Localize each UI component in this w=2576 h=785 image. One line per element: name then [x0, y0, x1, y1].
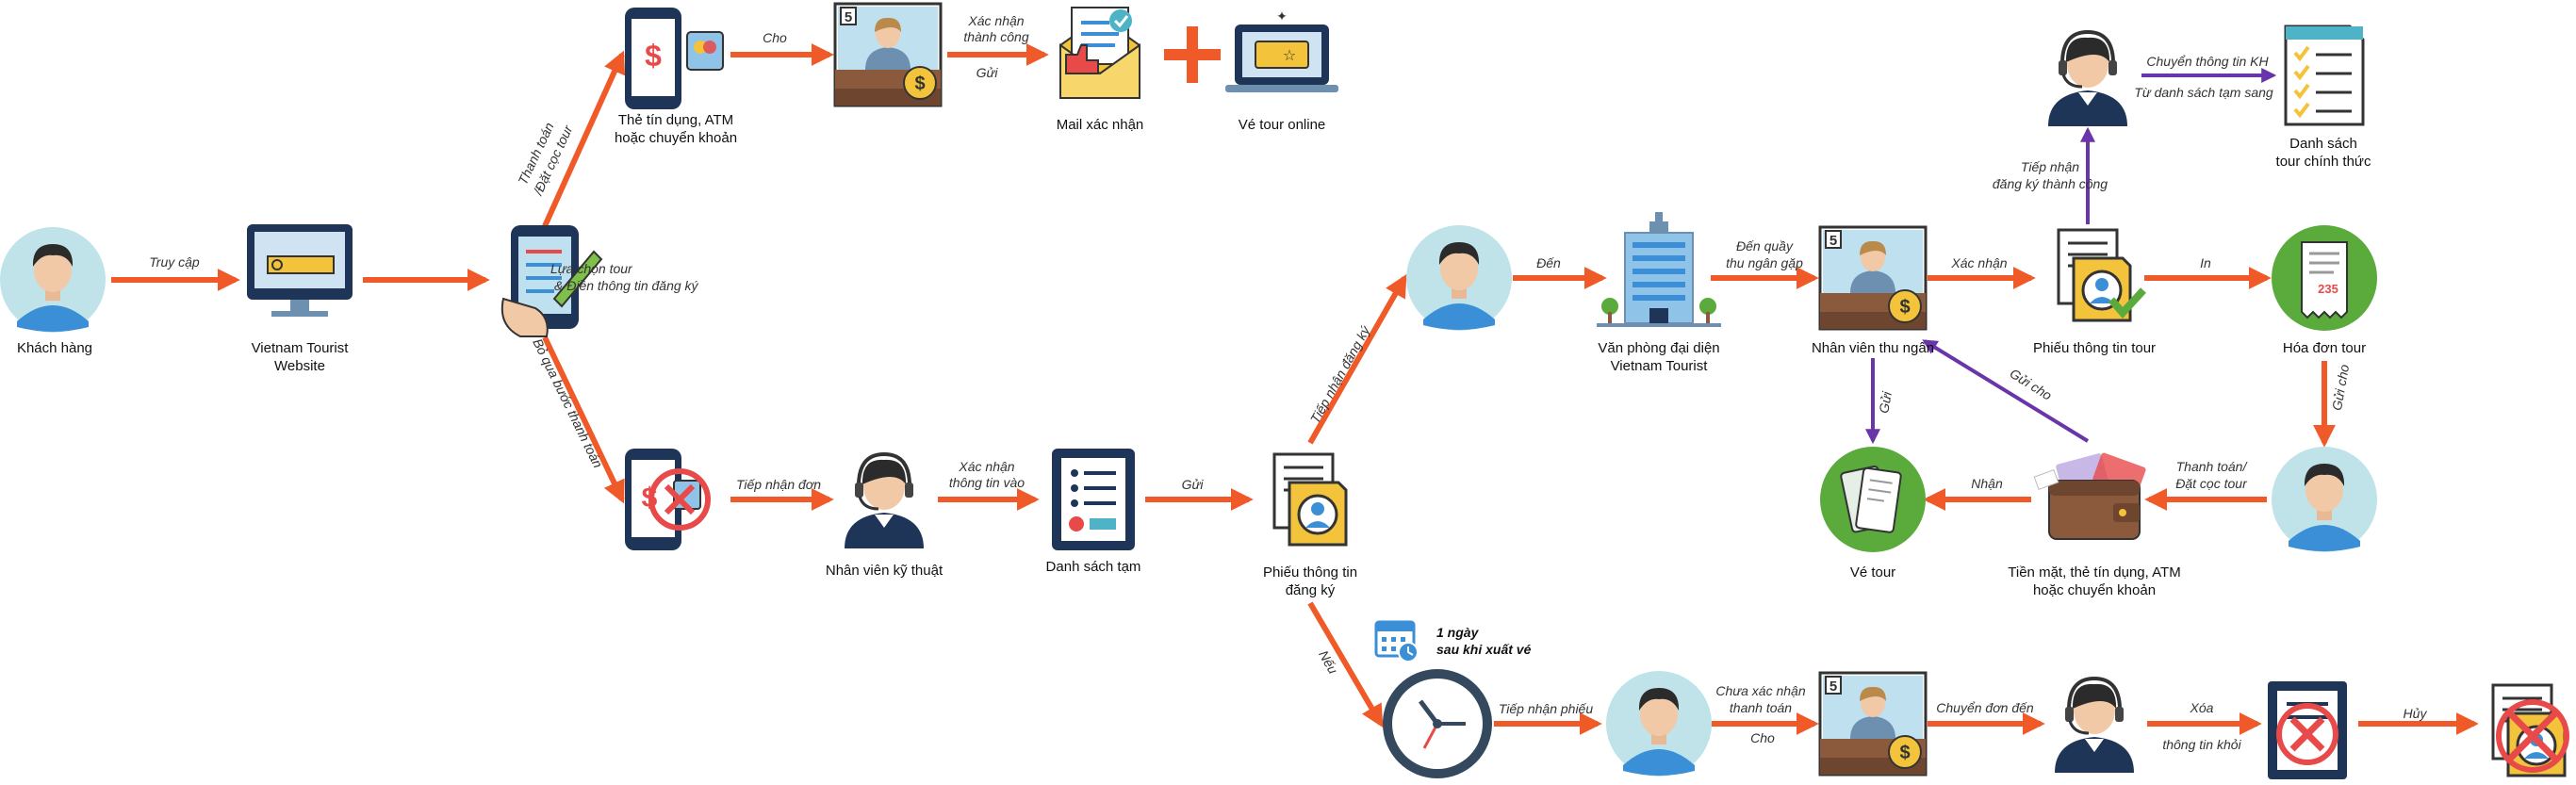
svg-text:$: $ [645, 39, 662, 73]
checklist-icon [2284, 25, 2365, 126]
edge-den-quay-2: thu ngân gặp [1726, 255, 1803, 270]
label-mot-ngay-2: sau khi xuất vé [1436, 642, 1532, 657]
person-icon [1406, 225, 1512, 331]
headset-agent-icon [2053, 677, 2136, 775]
edge-chua-xac-nhan-1: Chưa xác nhận [1715, 683, 1805, 698]
folder-profile-icon [1272, 452, 1348, 547]
connectors [111, 43, 2479, 735]
label-website-2: Website [274, 358, 325, 374]
edge-tiep-nhan-dk-tc-1: Tiếp nhận [2021, 159, 2079, 174]
clock-icon [1383, 669, 1492, 778]
cashier-icon [1818, 671, 1928, 777]
edge-gui-top: Gửi [976, 65, 999, 80]
folder-cancel-icon [2491, 683, 2569, 777]
edge-xoa: Xóa [2190, 700, 2214, 715]
edge-lua-chon-1: Lựa chọn tour [550, 261, 633, 276]
edge-huy: Hủy [2404, 706, 2428, 721]
headset-agent-icon [2046, 30, 2129, 128]
purple-connectors [1865, 68, 2277, 445]
label-the-tin-dung-1: Thẻ tín dụng, ATM [618, 112, 733, 128]
folder-profile-icon [2057, 228, 2146, 322]
headset-agent-icon [843, 452, 926, 550]
edge-chuyen-don-den: Chuyển đơn đến [1936, 700, 2034, 715]
label-website-1: Vietnam Tourist [252, 340, 350, 356]
label-ve-tour-online: Vé tour online [1239, 117, 1326, 133]
edge-gui-bottom: Gửi [1182, 477, 1205, 492]
edge-xac-nhan-tc-2: thành công [963, 29, 1028, 44]
document-cancel-icon [2268, 681, 2347, 779]
label-the-tin-dung-2: hoặc chuyển khoản [615, 130, 737, 146]
edge-lua-chon-2: & Điền thông tin đăng ký [554, 278, 699, 293]
edge-xac-nhan-ttv-2: thông tin vào [949, 475, 1025, 490]
cashier-icon [833, 2, 943, 107]
node-labels: Khách hàng Vietnam Tourist Website Thẻ t… [17, 112, 2371, 598]
svg-text:☆: ☆ [1283, 46, 1296, 64]
cashier-icon [1818, 225, 1928, 331]
laptop-ticket-icon: ☆ ✦ [1225, 9, 1338, 92]
edge-tiep-nhan-dang-ky: Tiếp nhận đăng ký [1307, 323, 1373, 426]
label-tien-mat-1: Tiền mặt, thẻ tín dụng, ATM [2008, 564, 2180, 581]
edge-tiep-nhan-don: Tiếp nhận đơn [736, 477, 821, 492]
label-nv-thu-ngan: Nhân viên thu ngân [1812, 340, 1934, 356]
edge-den: Đến [1536, 255, 1561, 270]
label-phieu-dang-ky-2: đăng ký [1286, 582, 1336, 598]
delay-note: 1 ngày sau khi xuất vé [1436, 625, 1532, 657]
person-icon [1606, 671, 1712, 777]
edge-gui-cho-right: Gửi cho [2329, 363, 2352, 412]
receipt-icon: 235 [2272, 225, 2377, 331]
building-icon [1597, 212, 1721, 327]
label-danh-sach-chinh-thuc-2: tour chính thức [2276, 154, 2371, 170]
svg-text:235: 235 [2318, 282, 2338, 296]
label-ve-tour: Vé tour [1850, 564, 1895, 581]
edge-xac-nhan-tc-1: Xác nhận [967, 13, 1024, 28]
label-khach-hang: Khách hàng [17, 340, 92, 356]
edge-nhan: Nhận [1971, 476, 2003, 491]
label-phieu-dang-ky-1: Phiếu thông tin [1263, 564, 1357, 581]
label-tien-mat-2: hoặc chuyển khoản [2033, 582, 2156, 598]
edge-chua-xac-nhan-2: thanh toán [1730, 700, 1792, 715]
label-mail: Mail xác nhận [1057, 117, 1144, 133]
clipboard-list-icon [1052, 449, 1135, 550]
mail-icon [1059, 7, 1140, 99]
person-icon [0, 227, 106, 333]
svg-text:✦: ✦ [1276, 9, 1288, 25]
cancel-phone-icon: $ [625, 449, 711, 550]
calendar-icon [1374, 620, 1419, 662]
edge-cho-bottom: Cho [1750, 730, 1775, 745]
credit-card-phone-icon: $ [625, 8, 724, 109]
edge-truy-cap: Truy cập [149, 254, 200, 270]
label-hoa-don: Hóa đơn tour [2283, 340, 2366, 356]
label-danh-sach-tam: Danh sách tạm [1046, 559, 1141, 575]
edge-thanh-toan2-1: Thanh toán/ [2176, 459, 2249, 474]
edge-gui-down: Gửi [1876, 390, 1895, 415]
label-danh-sach-chinh-thuc-1: Danh sách [2289, 136, 2357, 152]
phone-form-icon [500, 225, 603, 337]
edge-cho: Cho [763, 30, 787, 45]
edge-tu-danh-sach: Từ danh sách tạm sang [2134, 85, 2273, 100]
edge-in: In [2200, 255, 2211, 270]
label-van-phong-2: Vietnam Tourist [1611, 358, 1709, 374]
monitor-icon [247, 224, 353, 317]
edge-chuyen-tt-kh: Chuyển thông tin KH [2146, 54, 2269, 69]
person-icon [2272, 447, 2377, 552]
label-phieu-tour: Phiếu thông tin tour [2033, 340, 2156, 356]
edge-xac-nhan: Xác nhận [1950, 255, 2007, 270]
label-van-phong-1: Văn phòng đại diện [1598, 340, 1719, 356]
wallet-icon [2033, 452, 2146, 540]
label-mot-ngay-1: 1 ngày [1436, 625, 1480, 640]
edge-xac-nhan-ttv-1: Xác nhận [958, 459, 1014, 474]
plus-icon [1164, 26, 1221, 83]
edge-den-quay-1: Đến quầy [1736, 238, 1794, 253]
label-nv-ky-thuat: Nhân viên kỹ thuật [826, 563, 943, 579]
edge-tiep-nhan-dk-tc-2: đăng ký thành công [1993, 176, 2108, 191]
edge-thanh-toan2-2: Đặt cọc tour [2175, 476, 2248, 491]
tickets-icon [1820, 447, 1926, 552]
edge-bo-qua: Bỏ qua bước thanh toán [530, 336, 605, 470]
edge-thong-tin-khoi: thông tin khỏi [2162, 737, 2241, 752]
edge-tiep-nhan-phieu: Tiếp nhận phiếu [1499, 701, 1594, 716]
